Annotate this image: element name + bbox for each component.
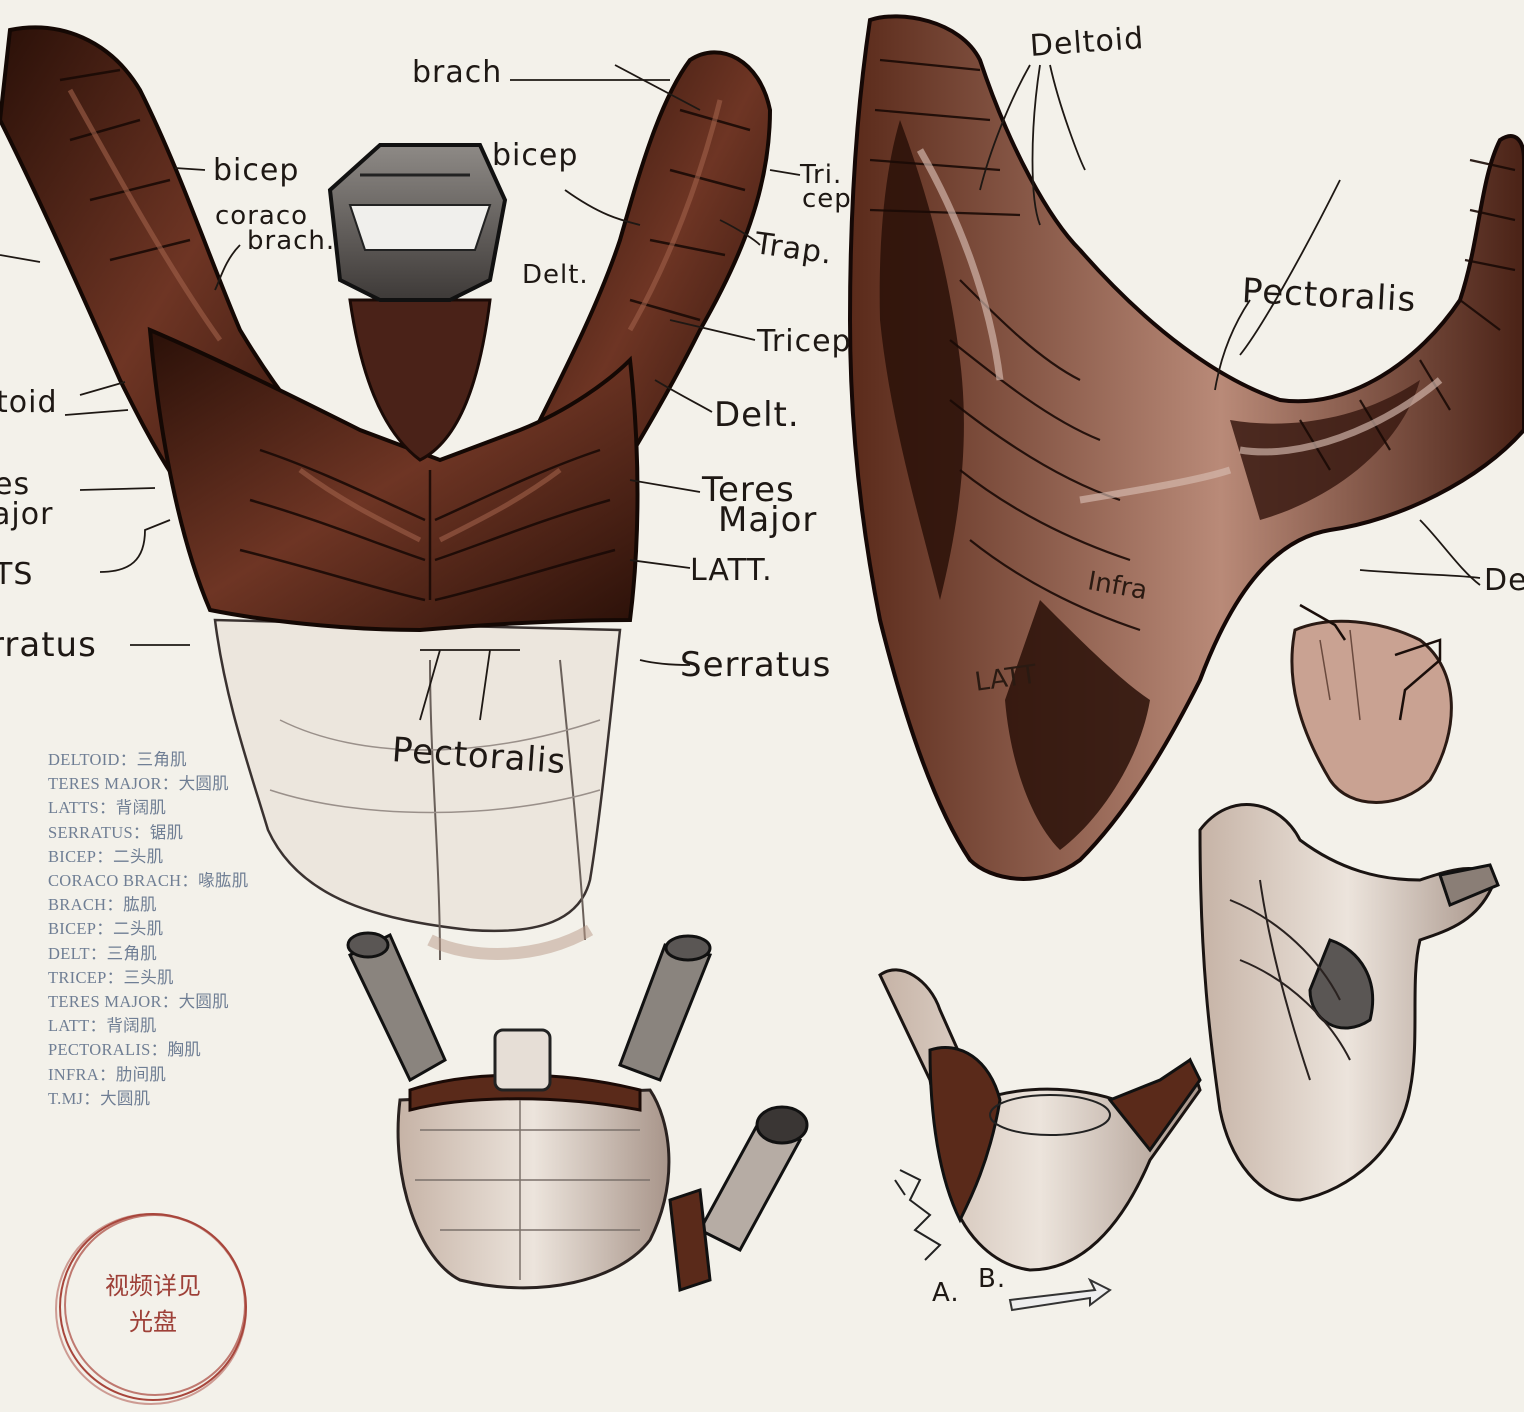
legend-row: SERRATUS：锯肌 [48, 821, 249, 845]
legend-row: TERES MAJOR：大圆肌 [48, 772, 249, 796]
shoulder-sketch [1292, 605, 1451, 803]
legend-row: BICEP：二头肌 [48, 845, 249, 869]
small-cylinder-sketch [670, 1107, 807, 1290]
cylinder-torso-sketch [348, 933, 710, 1288]
label-bicep-left: bicep [213, 156, 299, 186]
legend-row: BICEP：二头肌 [48, 917, 249, 941]
label-delt: Delt. [714, 398, 800, 432]
label-deltoid-right: Deltoid [1029, 24, 1145, 62]
label-lats-cropped: TS [0, 560, 33, 590]
label-teres-cropped: es [0, 470, 30, 500]
label-major-cropped: ajor [0, 500, 53, 530]
stamp-line-2: 光盘 [58, 1304, 248, 1340]
legend-row: INFRA：肋间肌 [48, 1063, 249, 1087]
legend-row: LATT：背阔肌 [48, 1014, 249, 1038]
legend-row: LATTS：背阔肌 [48, 796, 249, 820]
label-arrow-b: B. [978, 1266, 1006, 1292]
label-bicep-right: bicep [492, 141, 578, 171]
label-tricep-part2: cep [802, 186, 852, 212]
stamp-line-1: 视频详见 [58, 1268, 248, 1304]
label-arrow-a: A. [932, 1280, 960, 1306]
legend-row: DELT：三角肌 [48, 942, 249, 966]
label-deltoid-cropped: toid [0, 388, 58, 418]
legend-row: T.MJ：大圆肌 [48, 1087, 249, 1111]
stamp-text: 视频详见 光盘 [58, 1268, 248, 1340]
label-pectoralis-right: Pectoralis [1241, 274, 1417, 317]
legend-row: DELTOID：三角肌 [48, 748, 249, 772]
label-latt: LATT. [690, 556, 773, 586]
label-major: Major [718, 503, 817, 537]
legend-row: CORACO BRACH：喙肱肌 [48, 869, 249, 893]
label-delt-cropped-right: De [1484, 566, 1524, 596]
label-brach: brach [412, 58, 502, 88]
legend-row: PECTORALIS：胸肌 [48, 1038, 249, 1062]
legend-row: BRACH：肱肌 [48, 893, 249, 917]
three-quarter-torso-sketch [1200, 805, 1498, 1200]
legend-row: TRICEP：三头肌 [48, 966, 249, 990]
label-tricep: Tricep [757, 327, 852, 357]
legend-row: TERES MAJOR：大圆肌 [48, 990, 249, 1014]
label-brach-short: brach. [247, 228, 335, 254]
twisting-torso-sketch [880, 970, 1200, 1310]
label-serratus: Serratus [680, 648, 831, 682]
label-serratus-cropped: rratus [0, 628, 97, 662]
label-delt-inner: Delt. [522, 262, 589, 288]
